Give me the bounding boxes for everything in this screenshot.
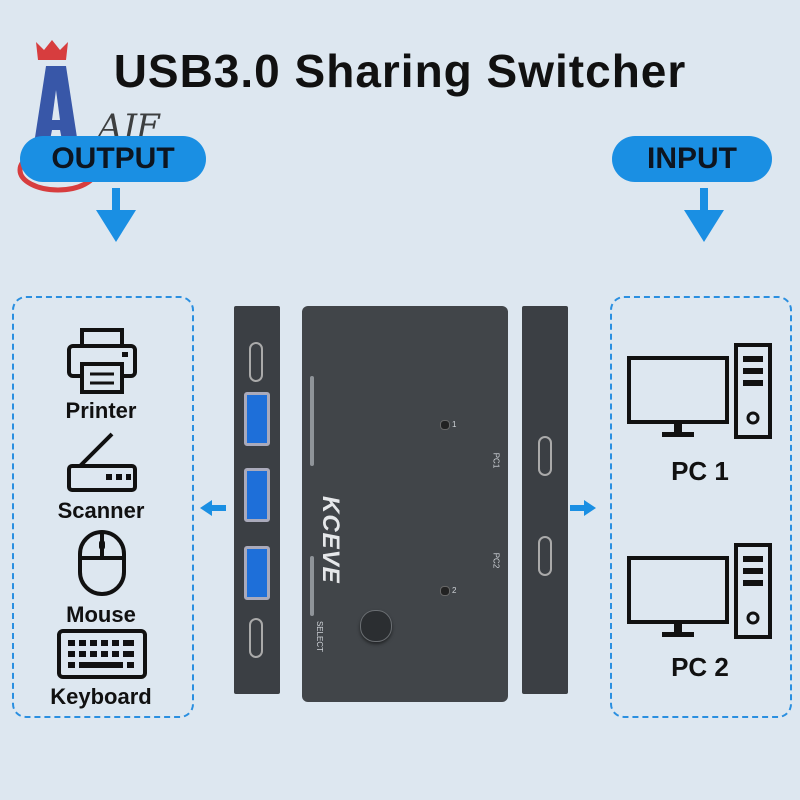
usb-c-port: [538, 436, 552, 476]
right-arrow-icon: [570, 500, 596, 516]
icon-strip: [310, 556, 314, 616]
device-label-scanner: Scanner: [57, 498, 145, 523]
switch-top-panel: KCEVE 1 2 PC1 PC2 SELECT: [302, 306, 508, 702]
printer-icon: [67, 328, 137, 394]
left-arrow-icon: [200, 500, 226, 516]
down-arrow-icon: [96, 188, 136, 242]
usb-a-port: [244, 468, 270, 522]
mouse-icon: [78, 530, 126, 596]
port-label-pc2: PC2: [491, 552, 501, 569]
desktop-computer-icon: [627, 343, 772, 439]
scanner-icon: [67, 432, 137, 492]
device-label-mouse: Mouse: [66, 602, 136, 627]
select-button[interactable]: [360, 610, 392, 642]
keyboard-icon: [57, 629, 147, 679]
input-pcs-panel: [610, 296, 792, 718]
output-devices-panel: [12, 296, 194, 718]
select-label: SELECT: [315, 620, 325, 653]
device-input-side: [522, 306, 568, 694]
usb-c-port: [538, 536, 552, 576]
page-title: USB3.0 Sharing Switcher: [113, 45, 687, 97]
icon-strip: [310, 376, 314, 466]
pc-label-2: PC 2: [671, 652, 729, 682]
led-indicator-1: [440, 420, 450, 430]
usb-c-port: [249, 342, 263, 382]
output-label: OUTPUT: [20, 136, 206, 182]
led-label-2: 2: [452, 586, 457, 595]
device-label-printer: Printer: [65, 398, 137, 423]
usb-a-port: [244, 392, 270, 446]
usb-c-port: [249, 618, 263, 658]
pc-label-1: PC 1: [671, 456, 729, 486]
usb-a-port: [244, 546, 270, 600]
device-output-side: [234, 306, 280, 694]
led-label-1: 1: [452, 420, 457, 429]
led-indicator-2: [440, 586, 450, 596]
brand-logo: KCEVE: [317, 496, 344, 584]
device-label-keyboard: Keyboard: [50, 684, 152, 709]
input-label: INPUT: [612, 136, 772, 182]
desktop-computer-icon: [627, 543, 772, 639]
port-label-pc1: PC1: [491, 452, 501, 469]
down-arrow-icon: [684, 188, 724, 242]
